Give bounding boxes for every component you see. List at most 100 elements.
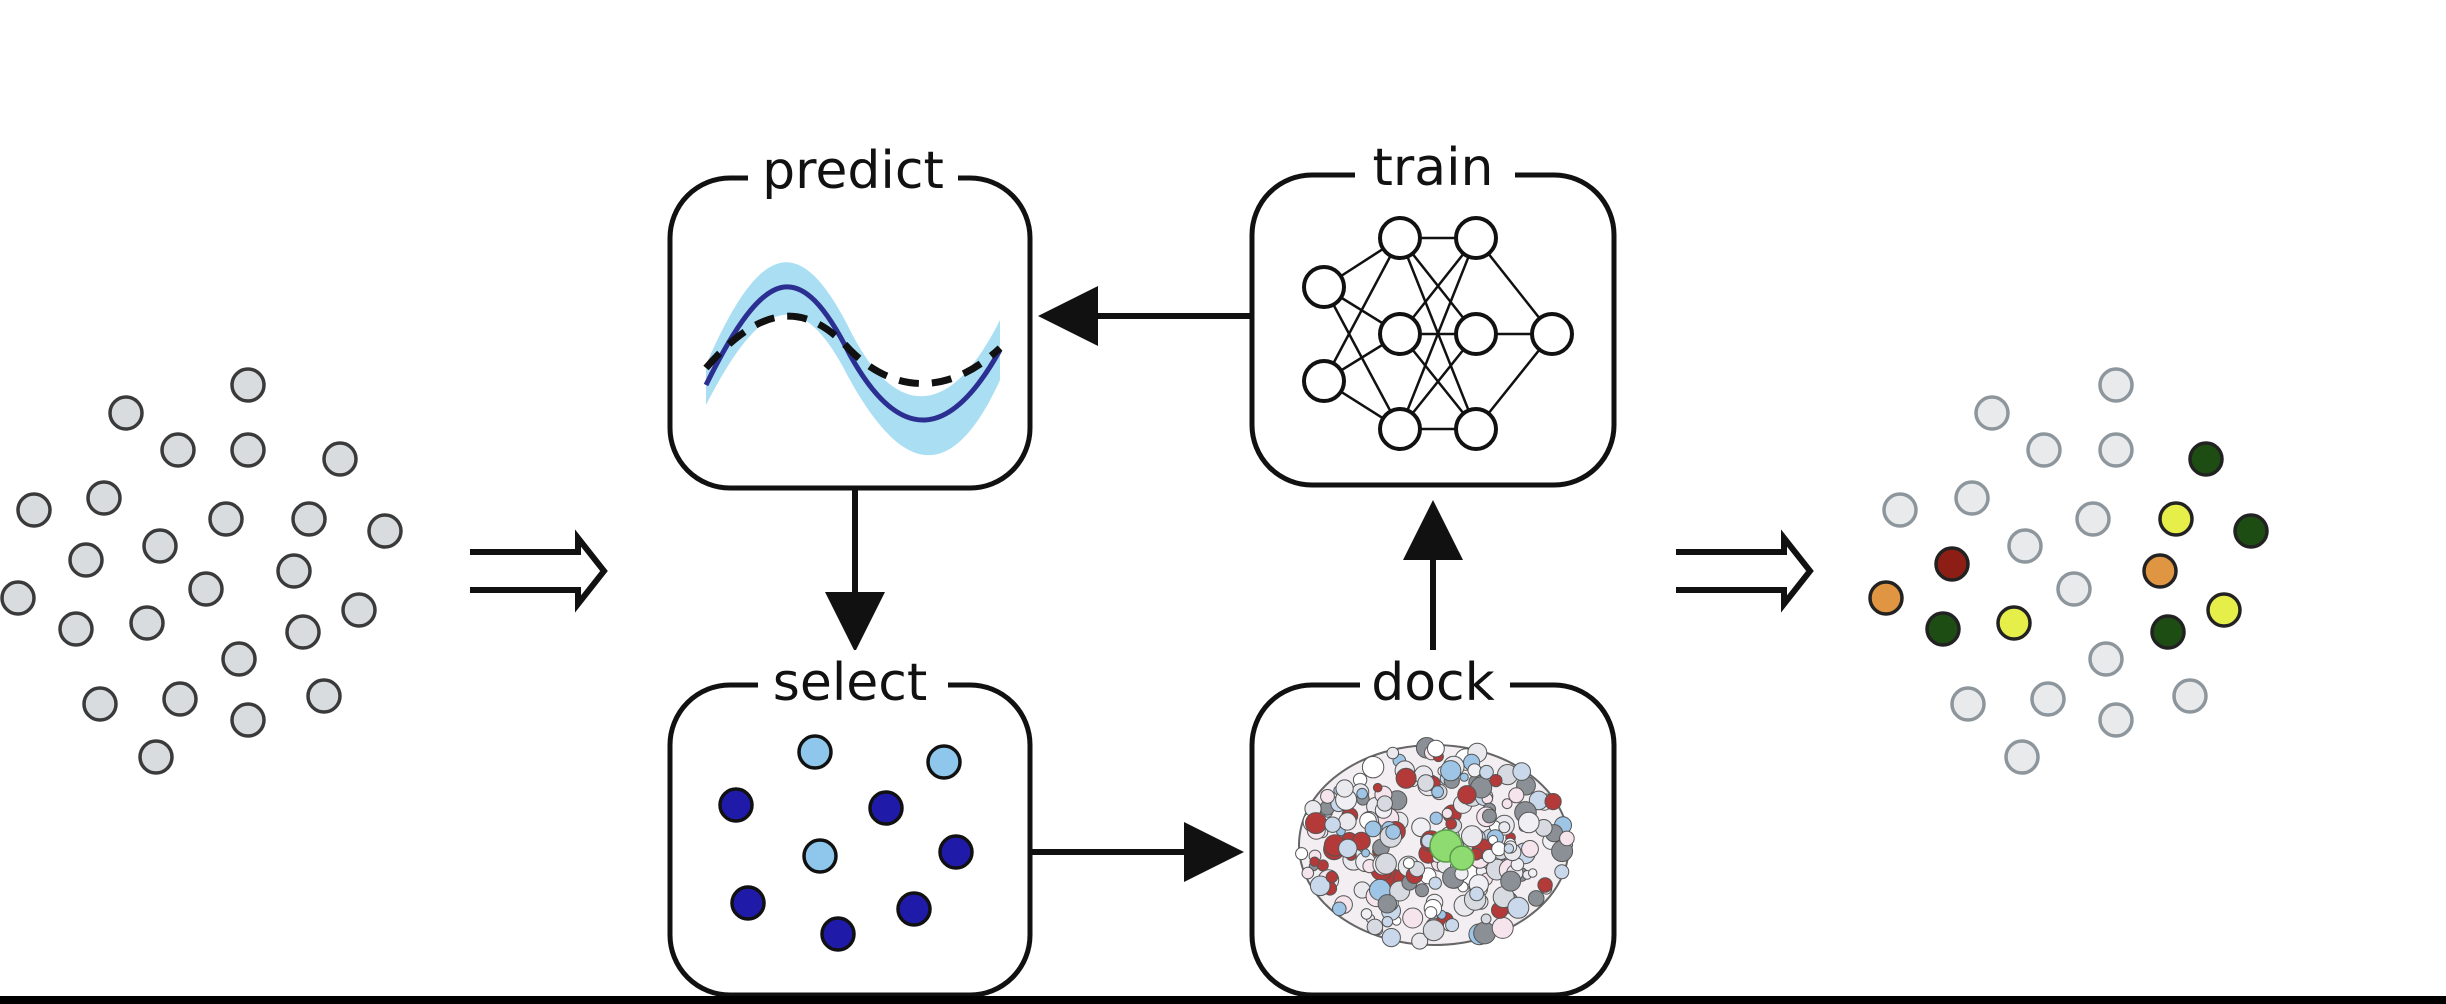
molecule: [367, 513, 403, 549]
selected-molecule: [938, 834, 974, 870]
protein-atom: [1537, 877, 1553, 893]
protein-atom: [1469, 886, 1484, 902]
molecule: [58, 611, 94, 647]
train-box: train: [1249, 138, 1617, 488]
predict-label: predict: [762, 141, 944, 201]
molecule: [230, 702, 266, 738]
molecule: [138, 739, 174, 775]
protein-atom: [1417, 774, 1435, 792]
molecule-high-score: [2188, 441, 2224, 477]
molecule-unscored: [2026, 432, 2062, 468]
molecule-unscored: [2098, 432, 2134, 468]
molecule-mid-score: [2142, 553, 2178, 589]
molecule: [291, 501, 327, 537]
predict-box: predict: [667, 140, 1033, 491]
protein-atom: [1491, 841, 1507, 857]
molecule-unscored: [2098, 702, 2134, 738]
protein-atom: [1385, 824, 1401, 840]
protein-atom: [1508, 787, 1525, 804]
molecule: [108, 395, 144, 431]
molecule: [82, 686, 118, 722]
protein-atom: [1528, 868, 1538, 878]
dock-box: dock: [1249, 650, 1617, 998]
protein-atom: [1429, 811, 1443, 825]
protein-atom: [1507, 896, 1530, 919]
network-edge: [1322, 237, 1402, 382]
protein-atom: [1461, 825, 1483, 848]
molecule: [285, 614, 321, 650]
molecule-unscored: [2056, 571, 2092, 607]
protein-atom: [1325, 870, 1339, 884]
molecule-pool-input: [0, 367, 403, 775]
protein-atom: [1427, 739, 1445, 758]
network-node: [1378, 407, 1422, 451]
molecule: [208, 501, 244, 537]
protein-atom: [1338, 838, 1358, 859]
protein-atom: [1459, 772, 1469, 782]
protein-atom: [1338, 812, 1357, 831]
molecule: [322, 441, 358, 477]
double-arrow-left: [470, 529, 608, 613]
neural-network-icon: [1302, 216, 1574, 451]
network-node: [1378, 312, 1422, 356]
protein-atom: [1381, 916, 1394, 928]
molecule-mid-score: [1868, 580, 1904, 616]
molecule-high-score: [2233, 513, 2269, 549]
molecule: [142, 528, 178, 564]
protein-atom: [1301, 866, 1315, 880]
protein-atom: [1402, 907, 1424, 929]
protein-atom: [1361, 848, 1371, 858]
molecule-unscored: [1882, 492, 1918, 528]
network-edge: [1398, 237, 1478, 430]
protein-atom: [1372, 782, 1383, 793]
protein-atom: [1356, 787, 1368, 800]
protein-atom: [1361, 756, 1385, 779]
selected-molecule: [896, 891, 932, 927]
protein-atom: [1500, 870, 1522, 892]
protein-atom: [1440, 760, 1462, 782]
selected-molecule: [730, 885, 766, 921]
protein-atom: [1320, 789, 1335, 804]
protein-atom: [1527, 890, 1545, 907]
protein-atom: [1457, 785, 1477, 805]
protein-atom: [1381, 928, 1401, 948]
protein-atom: [1491, 916, 1514, 939]
protein-atom: [1415, 883, 1429, 898]
protein-atom: [1402, 857, 1415, 870]
molecule-unscored: [2088, 641, 2124, 677]
protein-atom: [1309, 875, 1331, 897]
molecule-unscored: [1950, 686, 1986, 722]
molecule-unscored: [2030, 681, 2066, 717]
molecule-pool-output: [1868, 367, 2269, 775]
molecule-unscored: [1974, 395, 2010, 431]
protein-atom: [1559, 830, 1575, 847]
protein-atom: [1512, 762, 1531, 781]
molecule-mid-score: [2158, 501, 2194, 537]
protein-atom: [1309, 856, 1320, 867]
molecule: [86, 480, 122, 516]
selected-molecule: [868, 790, 904, 826]
protein-atom: [1366, 918, 1384, 936]
protein-atom: [1395, 767, 1417, 789]
molecule: [188, 571, 224, 607]
candidate-molecule: [797, 734, 833, 770]
protein-atom: [1489, 774, 1503, 788]
protein-atom: [1467, 763, 1482, 778]
network-node: [1302, 265, 1346, 309]
protein-atom: [1411, 932, 1429, 950]
molecule: [230, 367, 266, 403]
protein-atom: [1377, 894, 1398, 914]
protein-atom: [1554, 864, 1570, 880]
molecule-unscored: [2172, 678, 2208, 714]
protein-atom: [1422, 919, 1445, 942]
molecule: [68, 542, 104, 578]
protein-atom: [1364, 820, 1382, 838]
molecule-low-score: [1934, 546, 1970, 582]
protein-atom: [1480, 913, 1492, 925]
protein-atom: [1376, 795, 1393, 812]
protein-atom: [1360, 908, 1373, 920]
double-arrow-right: [1676, 529, 1814, 613]
molecule: [16, 492, 52, 528]
molecule-high-score: [1925, 611, 1961, 647]
